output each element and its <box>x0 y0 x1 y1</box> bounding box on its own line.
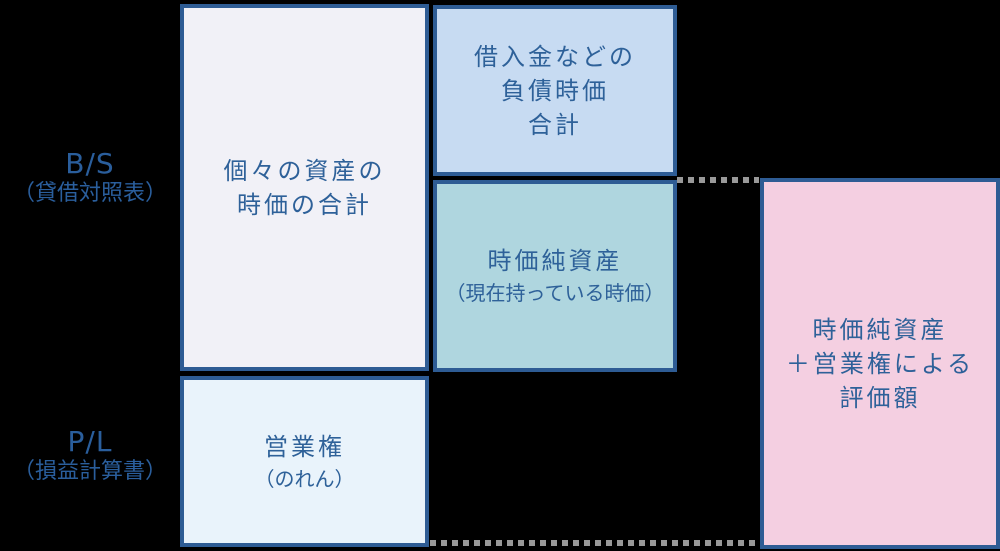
box-valuation-total: 時価純資産 ＋営業権による 評価額 <box>760 178 1000 549</box>
box-liabilities-total: 借入金などの 負債時価 合計 <box>433 5 677 176</box>
valuation-line2: ＋営業権による <box>785 349 975 378</box>
assets-total-line1: 個々の資産の <box>223 156 386 185</box>
assets-total-line2: 時価の合計 <box>237 190 372 219</box>
pl-label-subtitle: （損益計算書） <box>12 459 167 484</box>
box-goodwill: 営業権 （のれん） <box>180 376 429 547</box>
valuation-line3: 評価額 <box>839 383 921 412</box>
pl-label-title: P/L <box>67 425 113 458</box>
pl-label: P/L （損益計算書） <box>0 426 180 486</box>
liabilities-total-line3: 合計 <box>528 110 582 139</box>
bs-label-title: B/S <box>65 147 115 180</box>
connector-dotted-top <box>677 177 759 183</box>
bs-label: B/S （貸借対照表） <box>0 148 180 208</box>
goodwill-note: （のれん） <box>254 466 355 491</box>
connector-dotted-bottom <box>430 540 759 546</box>
liabilities-total-line2: 負債時価 <box>501 76 609 105</box>
net-assets-title: 時価純資産 <box>487 247 623 275</box>
bs-label-subtitle: （貸借対照表） <box>12 181 167 206</box>
goodwill-title: 営業権 <box>264 432 345 461</box>
box-net-assets: 時価純資産 （現在持っている時価） <box>433 180 677 372</box>
liabilities-total-line1: 借入金などの <box>474 42 636 71</box>
net-assets-note: （現在持っている時価） <box>445 281 665 305</box>
valuation-line1: 時価純資産 <box>812 315 948 344</box>
box-assets-total: 個々の資産の 時価の合計 <box>180 4 429 371</box>
